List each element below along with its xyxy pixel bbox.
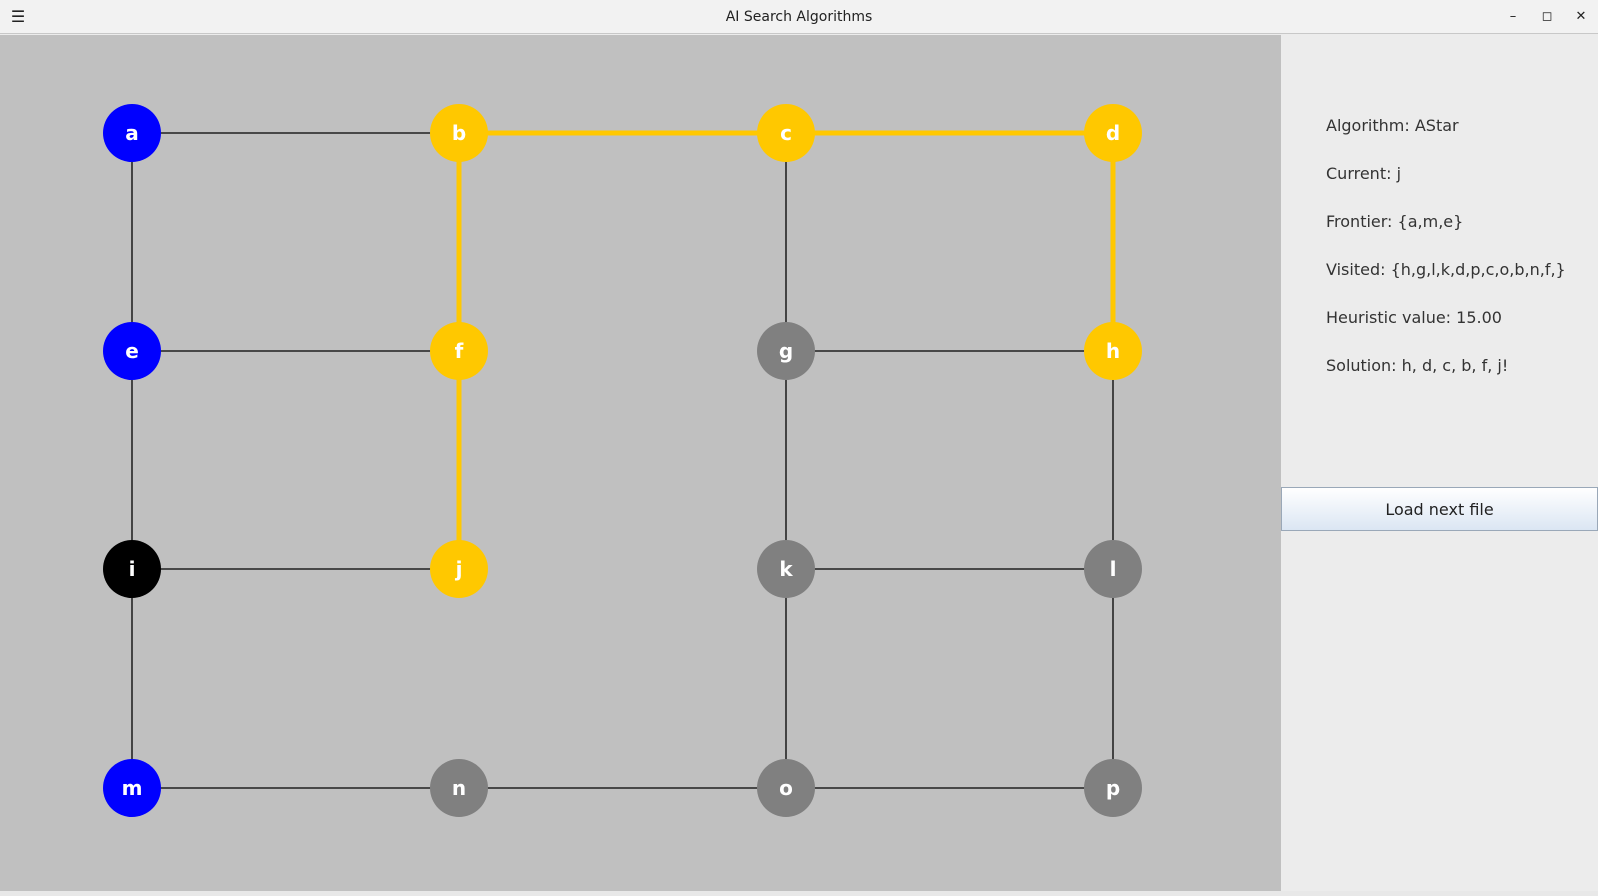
node-b: b: [430, 104, 488, 162]
node-circle-p: [1084, 759, 1142, 817]
node-circle-n: [430, 759, 488, 817]
graph-canvas: a b c d e f g h i j k l m n o p: [0, 35, 1281, 891]
maximize-icon[interactable]: ◻: [1541, 9, 1553, 24]
minimize-icon[interactable]: –: [1509, 9, 1517, 24]
node-label-j: j: [455, 557, 463, 581]
node-h: h: [1084, 322, 1142, 380]
node-f: f: [430, 322, 488, 380]
node-k: k: [757, 540, 815, 598]
node-label-o: o: [779, 776, 793, 800]
node-circle-g: [757, 322, 815, 380]
node-label-n: n: [452, 776, 466, 800]
close-icon[interactable]: ✕: [1575, 9, 1587, 24]
node-label-i: i: [129, 557, 136, 581]
node-g: g: [757, 322, 815, 380]
solution-label: Solution: h, d, c, b, f, j!: [1326, 356, 1509, 375]
node-i: i: [103, 540, 161, 598]
node-circle-o: [757, 759, 815, 817]
node-circle-a: [103, 104, 161, 162]
heuristic-label: Heuristic value: 15.00: [1326, 308, 1502, 327]
graph-svg: a b c d e f g h i j k l m n o p: [103, 104, 1142, 817]
node-label-l: l: [1110, 557, 1117, 581]
node-label-k: k: [779, 557, 793, 581]
info-panel: Algorithm: AStar Current: j Frontier: {a…: [1281, 35, 1598, 891]
node-circle-k: [757, 540, 815, 598]
nodes-layer: a b c d e f g h i j k l m n o p: [103, 104, 1142, 817]
node-circle-f: [430, 322, 488, 380]
node-circle-m: [103, 759, 161, 817]
edges-layer: [131, 130, 1116, 789]
load-next-file-button[interactable]: Load next file: [1281, 487, 1598, 531]
node-n: n: [430, 759, 488, 817]
node-p: p: [1084, 759, 1142, 817]
node-circle-i: [103, 540, 161, 598]
window-title: AI Search Algorithms: [725, 9, 873, 25]
node-label-d: d: [1106, 121, 1120, 145]
node-label-m: m: [122, 776, 143, 800]
node-circle-d: [1084, 104, 1142, 162]
current-node-label: Current: j: [1326, 164, 1402, 183]
node-o: o: [757, 759, 815, 817]
node-circle-j: [430, 540, 488, 598]
node-label-e: e: [125, 339, 139, 363]
title-bar: ☰ AI Search Algorithms – ◻ ✕: [0, 0, 1598, 34]
node-circle-c: [757, 104, 815, 162]
node-label-b: b: [452, 121, 466, 145]
node-label-c: c: [780, 121, 792, 145]
node-a: a: [103, 104, 161, 162]
node-circle-h: [1084, 322, 1142, 380]
node-l: l: [1084, 540, 1142, 598]
hamburger-menu-icon[interactable]: ☰: [10, 7, 26, 26]
node-circle-b: [430, 104, 488, 162]
node-circle-l: [1084, 540, 1142, 598]
visited-label: Visited: {h,g,l,k,d,p,c,o,b,n,f,}: [1326, 260, 1566, 279]
node-e: e: [103, 322, 161, 380]
node-label-p: p: [1106, 776, 1120, 800]
node-label-g: g: [779, 339, 793, 363]
node-m: m: [103, 759, 161, 817]
node-c: c: [757, 104, 815, 162]
node-label-h: h: [1106, 339, 1120, 363]
node-label-a: a: [125, 121, 139, 145]
node-circle-e: [103, 322, 161, 380]
node-d: d: [1084, 104, 1142, 162]
algorithm-label: Algorithm: AStar: [1326, 116, 1459, 135]
frontier-label: Frontier: {a,m,e}: [1326, 212, 1464, 231]
node-label-f: f: [455, 339, 464, 363]
status-strip: [0, 891, 1598, 896]
node-j: j: [430, 540, 488, 598]
